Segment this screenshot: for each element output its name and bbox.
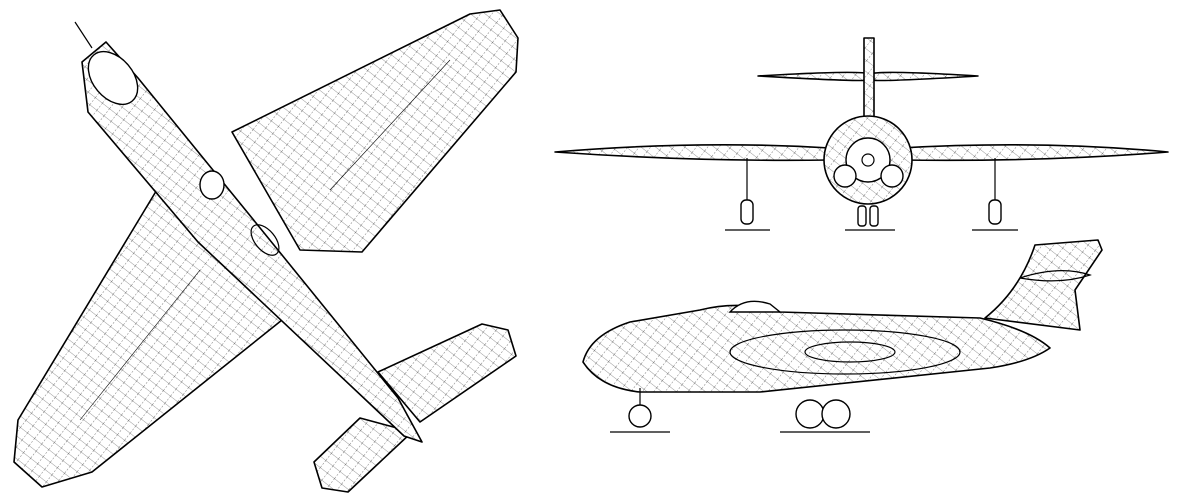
vertical-fin-front bbox=[863, 37, 875, 121]
fuselage-side bbox=[582, 304, 1051, 393]
engine-right bbox=[880, 164, 904, 188]
front-view bbox=[554, 37, 1169, 231]
landing-gear-side bbox=[610, 388, 870, 433]
side-view bbox=[582, 239, 1103, 433]
cockpit-canopy-side bbox=[728, 300, 782, 313]
vertical-fin-side bbox=[984, 239, 1103, 331]
engine-intake bbox=[199, 170, 225, 200]
cockpit-canopy bbox=[87, 50, 139, 106]
right-wing bbox=[231, 9, 519, 253]
right-tailplane bbox=[377, 323, 517, 423]
dorsal-fairing bbox=[250, 224, 280, 256]
engine-left bbox=[833, 164, 857, 188]
engine-nacelle-side bbox=[729, 329, 961, 375]
pitot-probe bbox=[74, 21, 93, 49]
landing-gear-front bbox=[725, 158, 1018, 231]
top-view bbox=[13, 9, 519, 493]
